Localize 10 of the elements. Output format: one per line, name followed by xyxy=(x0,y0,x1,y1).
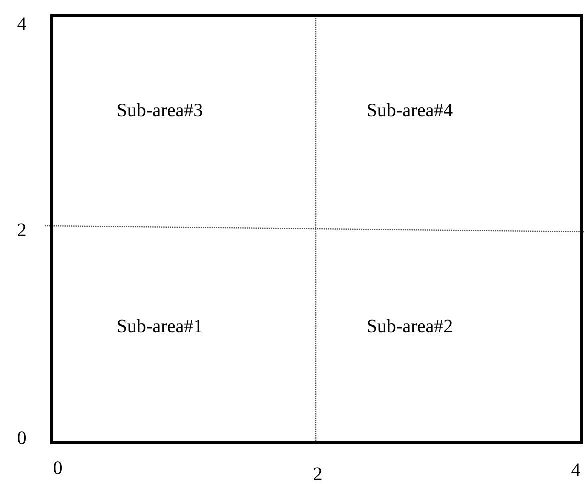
region-label: Sub-area#3 xyxy=(118,103,202,117)
axis-tick-label: 4 xyxy=(18,18,26,30)
axis-tick-label: 0 xyxy=(54,462,62,474)
axis-tick-label: 4 xyxy=(572,464,580,476)
axis-tick-label: 0 xyxy=(18,432,26,444)
region-label: Sub-area#1 xyxy=(118,319,202,333)
region-label: Sub-area#4 xyxy=(368,103,453,117)
region-label: Sub-area#2 xyxy=(368,319,452,333)
axis-tick-label: 2 xyxy=(18,224,26,236)
axis-tick-label: 2 xyxy=(314,468,322,480)
